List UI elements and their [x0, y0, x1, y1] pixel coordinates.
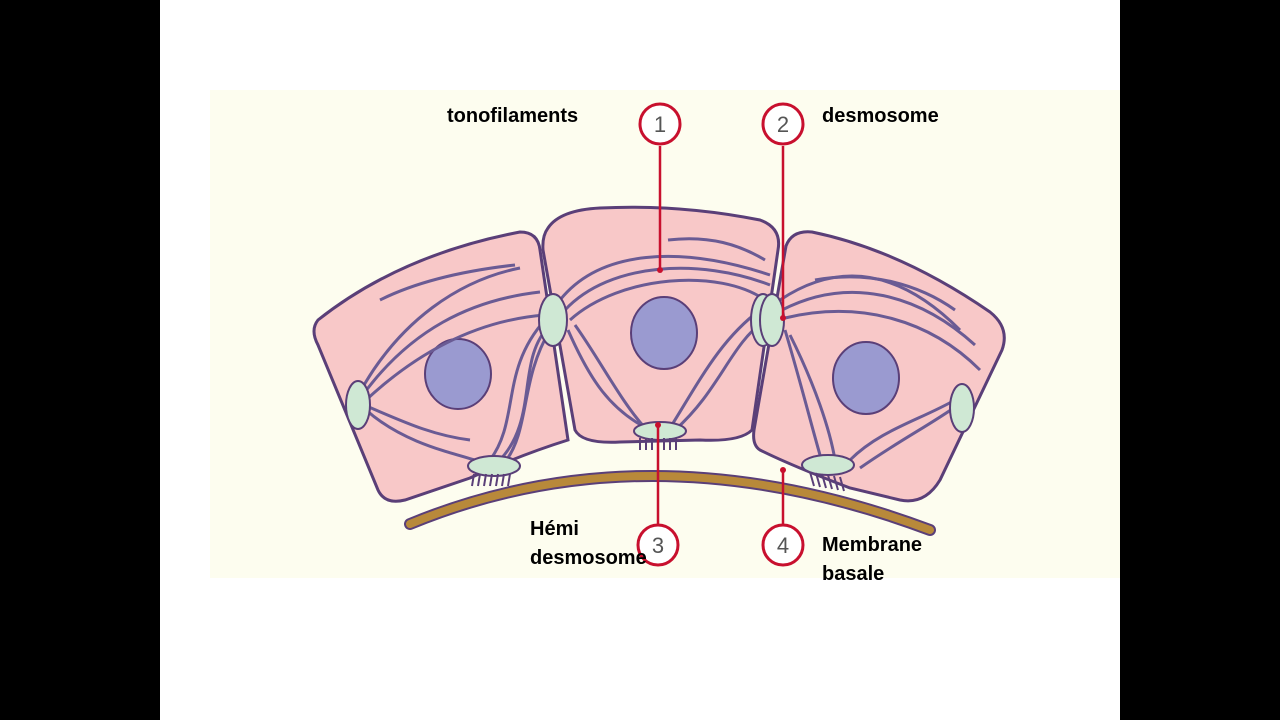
label-hemidesmosome-line2: desmosome — [530, 547, 647, 569]
cell-left — [312, 230, 570, 503]
tonofilaments-left — [358, 263, 552, 464]
leader-lines — [656, 146, 785, 524]
cell-right — [752, 230, 1006, 503]
marker-4: 4 — [761, 523, 805, 567]
marker-3: 3 — [636, 523, 680, 567]
label-hemidesmosome-line1: Hémi — [530, 518, 579, 540]
desmosome-right-edge — [949, 383, 975, 433]
svg-text:3: 3 — [652, 533, 664, 558]
nucleus-right — [832, 341, 900, 415]
tonofilaments-right — [779, 274, 982, 470]
label-membrane-line2: basale — [822, 563, 885, 585]
svg-text:1: 1 — [654, 112, 666, 137]
svg-text:2: 2 — [777, 112, 789, 137]
hemidesmosome-center — [633, 421, 687, 441]
desmosome-right — [759, 293, 785, 347]
cell-center — [538, 205, 781, 450]
nucleus-center — [630, 296, 698, 370]
label-membrane-line1: Membrane — [822, 534, 923, 556]
marker-2: 2 — [761, 102, 805, 146]
desmosome-center-left — [538, 293, 568, 347]
label-desmosome: desmosome — [822, 105, 939, 127]
hemidesmosome-right — [801, 454, 855, 476]
marker-1: 1 — [638, 102, 682, 146]
label-tonofilaments: tonofilaments — [447, 105, 579, 127]
hemidesmosome-left — [467, 455, 521, 477]
desmosome-left-edge — [345, 380, 371, 430]
svg-text:4: 4 — [777, 533, 789, 558]
